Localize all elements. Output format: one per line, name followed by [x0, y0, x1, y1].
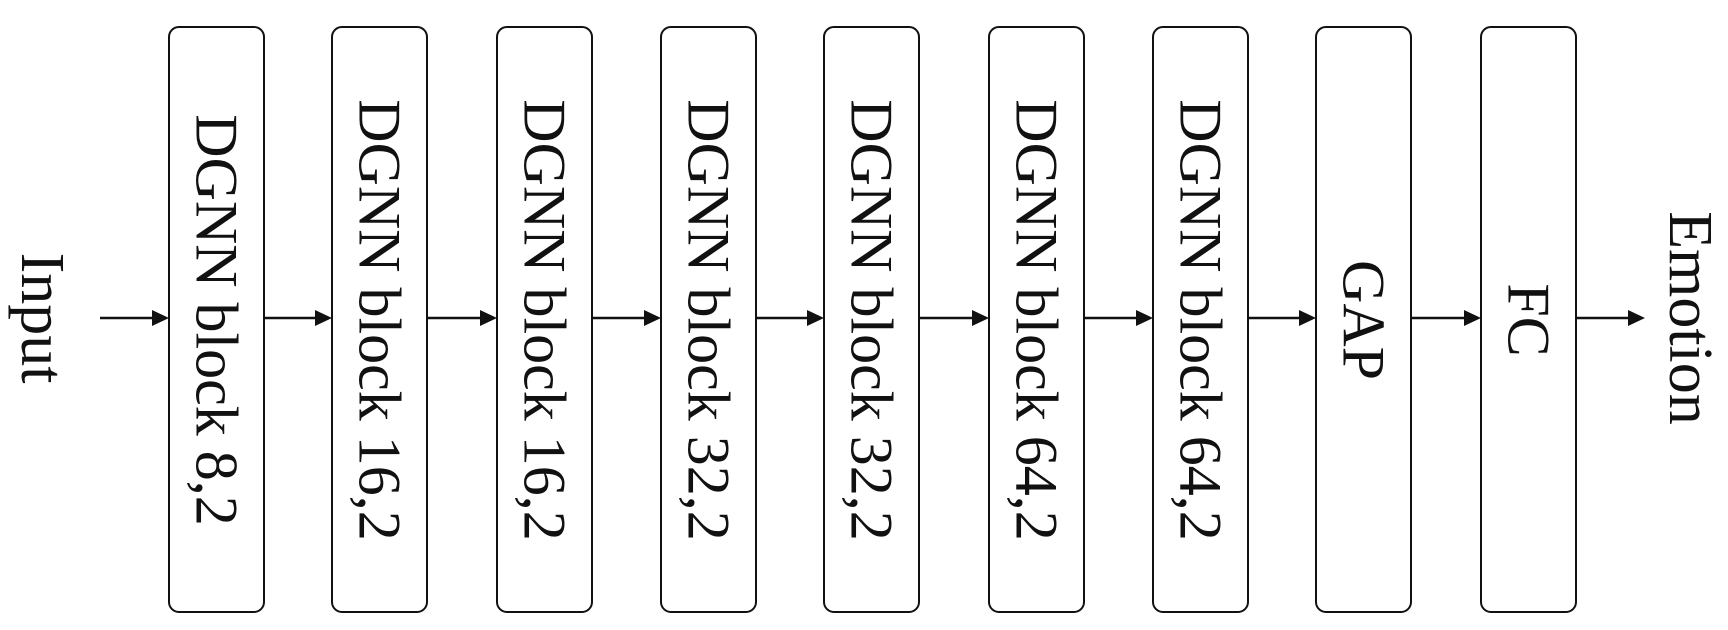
arrow-block-4-to-block-5 — [756, 310, 824, 326]
arrow-block-2-to-block-3 — [427, 310, 497, 326]
dgnn-block-1-label: DGNN block 8,2 — [184, 114, 250, 526]
arrow-block-3-to-block-4 — [592, 310, 661, 326]
arrow-block-7-to-gap — [1248, 310, 1316, 326]
dgnn-block-3: DGNN block 16,2 — [496, 26, 593, 613]
dgnn-block-7: DGNN block 64,2 — [1152, 26, 1249, 613]
dgnn-block-7-label: DGNN block 64,2 — [1168, 99, 1234, 541]
fc-block-label: FC — [1496, 283, 1562, 356]
dgnn-block-2: DGNN block 16,2 — [331, 26, 428, 613]
dgnn-block-5: DGNN block 32,2 — [823, 26, 920, 613]
arrow-block-5-to-block-6 — [919, 310, 989, 326]
fc-block: FC — [1480, 26, 1577, 613]
arrow-block-6-to-block-7 — [1084, 310, 1153, 326]
gap-block: GAP — [1315, 26, 1412, 613]
output-label: Emotion — [1656, 211, 1724, 425]
dgnn-block-3-label: DGNN block 16,2 — [512, 99, 578, 541]
arrow-gap-to-fc — [1411, 310, 1481, 326]
arrow-block-1-to-block-2 — [264, 310, 332, 326]
dgnn-block-6-label: DGNN block 64,2 — [1004, 99, 1070, 541]
dgnn-block-4: DGNN block 32,2 — [660, 26, 757, 613]
input-label: Input — [8, 253, 76, 384]
arrow-fc-to-output — [1576, 310, 1645, 326]
dgnn-block-6: DGNN block 64,2 — [988, 26, 1085, 613]
dgnn-block-1: DGNN block 8,2 — [168, 26, 265, 613]
dgnn-block-5-label: DGNN block 32,2 — [839, 99, 905, 541]
arrow-input-to-block-1 — [100, 310, 169, 326]
dgnn-block-2-label: DGNN block 16,2 — [347, 99, 413, 541]
gap-block-label: GAP — [1331, 260, 1397, 380]
dgnn-block-4-label: DGNN block 32,2 — [676, 99, 742, 541]
